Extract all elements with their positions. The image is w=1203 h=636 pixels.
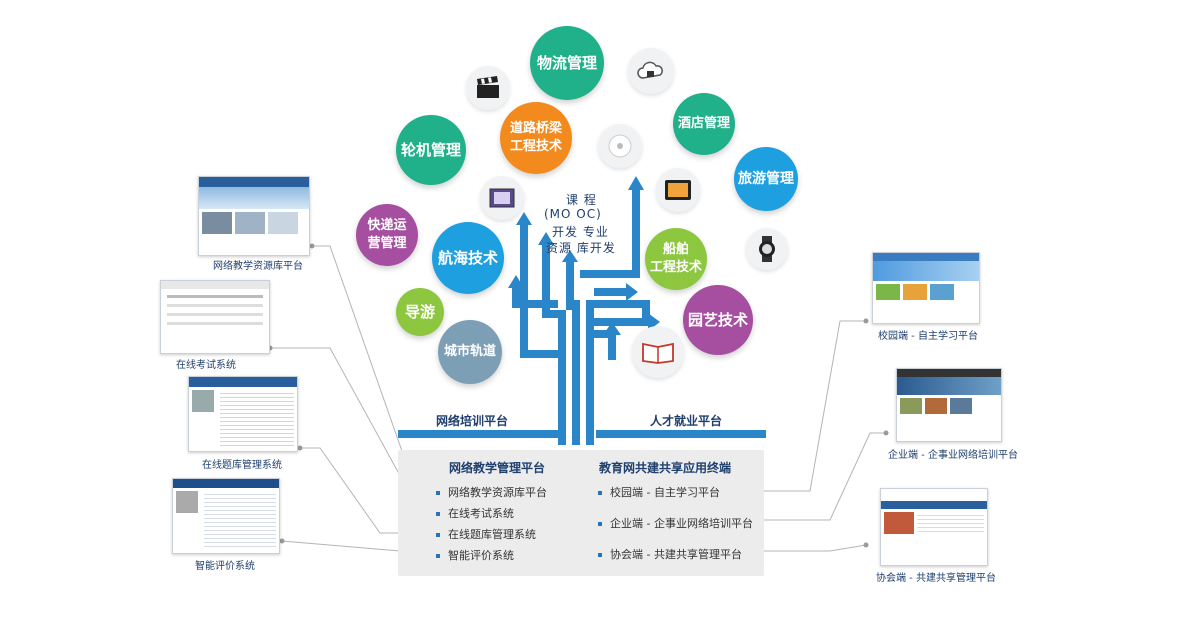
panel-left-title: 网络教学管理平台: [449, 461, 546, 475]
cloud-icon: [628, 48, 674, 94]
bubble-chuanbo[interactable]: 船舶工程技术: [645, 228, 707, 290]
bubble-chengshi[interactable]: 城市轨道: [438, 320, 502, 384]
mooc-line-3: 开发 专业: [552, 225, 609, 239]
mooc-line-2: (MO OC): [544, 207, 602, 221]
thumb-caption: 协会端 - 共建共享管理平台: [876, 573, 996, 584]
film-clapper-icon: [466, 66, 510, 110]
book-icon: [632, 326, 684, 378]
disc-icon: [598, 124, 642, 168]
thumb-question-bank[interactable]: [188, 376, 298, 452]
bubble-kuaidi[interactable]: 快递运营管理: [356, 204, 418, 266]
bubble-lunji[interactable]: 轮机管理: [396, 115, 466, 185]
thumb-association[interactable]: [880, 488, 988, 566]
panel-right-title: 教育网共建共享应用终端: [599, 461, 732, 475]
tablet-icon: [656, 168, 700, 212]
bubble-daoyou[interactable]: 导游: [396, 288, 444, 336]
thumb-caption: 企业端 - 企事业网络培训平台: [888, 450, 1018, 461]
network-training-label: 网络培训平台: [436, 414, 509, 428]
thumb-enterprise[interactable]: [896, 368, 1002, 442]
thumb-campus[interactable]: [872, 252, 980, 324]
bubble-jiudian[interactable]: 酒店管理: [673, 93, 735, 155]
platform-panel: [398, 450, 764, 576]
thumb-resource-platform[interactable]: [198, 176, 310, 256]
mooc-line-1: 课 程: [566, 193, 597, 207]
thumb-caption: 智能评价系统: [195, 561, 255, 572]
talent-employment-label: 人才就业平台: [650, 414, 723, 428]
bubble-wuliu[interactable]: 物流管理: [530, 26, 604, 100]
panel-left-item[interactable]: 智能评价系统: [436, 547, 514, 563]
panel-right-item[interactable]: 校园端 - 自主学习平台: [598, 484, 720, 500]
bubble-yuanyi[interactable]: 园艺技术: [683, 285, 753, 355]
thumb-caption: 校园端 - 自主学习平台: [878, 331, 978, 342]
thumb-caption: 网络教学资源库平台: [213, 261, 303, 272]
thumb-caption: 在线考试系统: [176, 360, 236, 371]
bubble-lvyou[interactable]: 旅游管理: [734, 147, 798, 211]
film-strip-icon: [480, 176, 524, 220]
thumb-smart-evaluation[interactable]: [172, 478, 280, 554]
mooc-line-4: 资源 库开发: [546, 241, 616, 255]
panel-left-item[interactable]: 网络教学资源库平台: [436, 484, 547, 500]
watch-icon: [746, 228, 788, 270]
panel-left-item[interactable]: 在线题库管理系统: [436, 526, 536, 542]
panel-right-item[interactable]: 协会端 - 共建共享管理平台: [598, 546, 742, 562]
panel-right-item[interactable]: 企业端 - 企事业网络培训平台: [598, 515, 753, 531]
thumb-online-exam[interactable]: [160, 280, 270, 354]
thumb-caption: 在线题库管理系统: [202, 460, 282, 471]
panel-left-item[interactable]: 在线考试系统: [436, 505, 514, 521]
bubble-daolu[interactable]: 道路桥梁工程技术: [500, 102, 572, 174]
bubble-hanghai[interactable]: 航海技术: [432, 222, 504, 294]
